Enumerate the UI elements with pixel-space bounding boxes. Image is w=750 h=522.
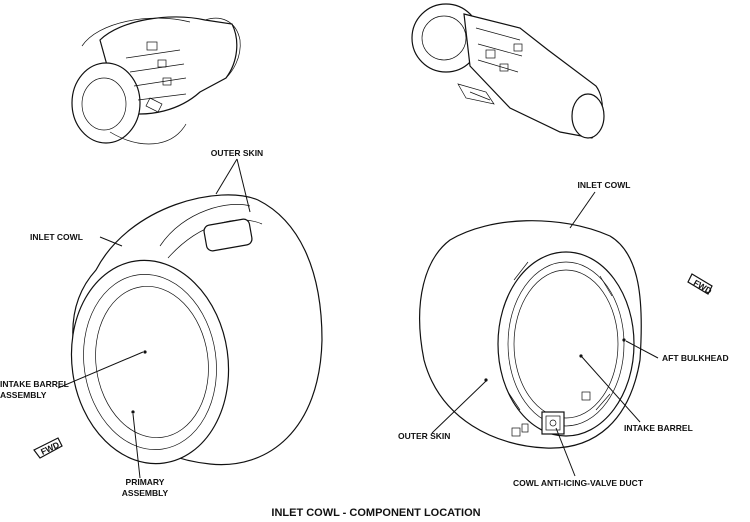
label-cowl-anti-icing-valve-duct: COWL ANTI-ICING-VALVE DUCT [513,478,644,488]
fwd-arrow-right: FWD [687,273,714,296]
engine-thumbnail-left [71,16,241,145]
inlet-cowl-left-view [70,194,323,466]
fwd-arrow-right-text: FWD [692,278,714,296]
figure-caption: INLET COWL - COMPONENT LOCATION [271,507,480,519]
label-aft-bulkhead: AFT BULKHEAD [662,353,729,363]
label-primary-assembly-1: PRIMARY [126,477,165,487]
label-inlet-cowl-right: INLET COWL [578,180,631,190]
label-primary-assembly-2: ASSEMBLY [122,488,169,498]
label-outer-skin-right: OUTER SKIN [398,431,450,441]
inlet-cowl-right-view [419,220,642,449]
label-intake-barrel-assembly-2: ASSEMBLY [0,390,47,400]
fwd-arrow-left-text: FWD [39,440,61,457]
leader-lines [57,158,659,479]
fwd-arrow-left: FWD [33,437,63,459]
label-intake-barrel-assembly-1: INTAKE BARREL [0,379,69,389]
engine-thumbnail-right [411,3,605,139]
label-inlet-cowl-left: INLET COWL [30,232,83,242]
label-intake-barrel: INTAKE BARREL [624,423,693,433]
label-outer-skin-top: OUTER SKIN [211,148,263,158]
